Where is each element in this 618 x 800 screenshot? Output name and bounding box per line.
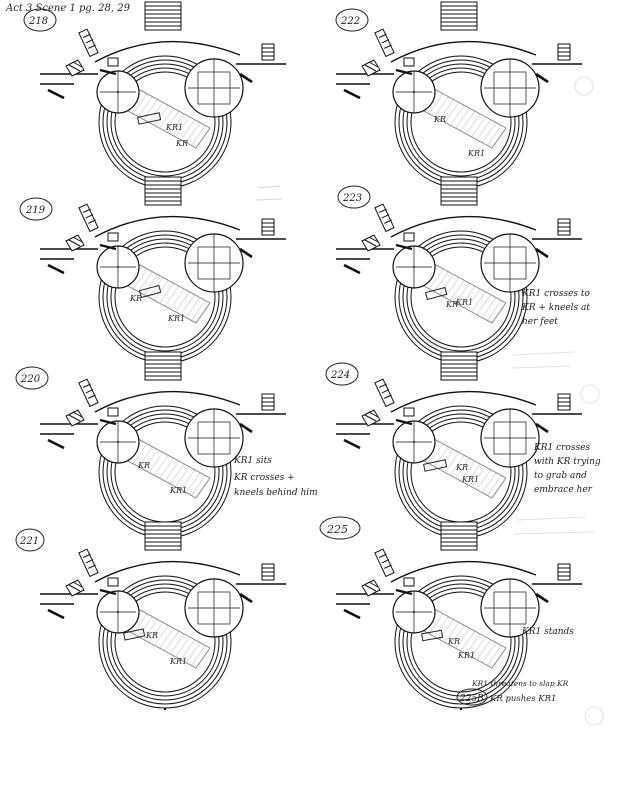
actor-mark: KR	[175, 139, 188, 148]
panel-number: 225	[326, 523, 348, 536]
hole-punch-icon	[584, 706, 604, 726]
actor-mark: KR	[455, 463, 468, 472]
actor-mark: KR	[129, 294, 142, 303]
stage-note: kneels behind him	[234, 488, 318, 498]
stage-note: KR pushes KR1	[489, 694, 556, 704]
panel-number: 225B	[459, 694, 484, 704]
actor-mark: KR1	[455, 298, 473, 307]
bleed-through-marks	[255, 185, 596, 535]
panel-number: 218	[28, 16, 48, 27]
panel-number: 221	[19, 536, 39, 547]
actor-mark: KR1	[457, 651, 475, 660]
blocking-panel: 225 KR KR1 KR1 stands KR1 threatens to s…	[319, 516, 584, 712]
blocking-panel: 220 KR KR1 KR1 sits KR crosses + kneels …	[15, 350, 318, 542]
blocking-panel: 218 KR1 KR	[23, 0, 288, 192]
stage-plan-diagram	[334, 175, 584, 367]
actor-mark: KR1	[167, 314, 185, 323]
actor-mark: KR1	[169, 486, 187, 495]
blocking-panel: 219 KR KR1	[19, 175, 288, 367]
stage-note: KR1 sits	[233, 456, 272, 466]
stage-note: with KR trying	[534, 457, 601, 467]
blocking-panel: 224 KR KR1 KR1 crosses with KR trying to…	[325, 350, 601, 542]
panel-number: 223	[342, 193, 362, 204]
stage-note: to grab and	[534, 471, 587, 481]
stage-note: KR + kneels at	[521, 303, 590, 313]
stage-note: KR1 crosses	[533, 443, 590, 453]
hole-punch-icon	[580, 384, 600, 404]
stage-plan-diagram	[38, 520, 288, 712]
stage-note: her feet	[522, 317, 558, 327]
actor-mark: KR	[445, 300, 458, 309]
actor-mark: KR1	[169, 657, 187, 666]
actor-mark: KR	[137, 461, 150, 470]
stage-plan-diagram	[334, 0, 584, 192]
blocking-panel: 221 KR KR1	[15, 520, 288, 712]
sheet-header: Act 3 Scene 1 pg. 28, 29	[5, 3, 131, 14]
stage-note: KR1 threatens to slap KR	[471, 679, 569, 688]
blocking-panel: 223 KR KR1 KR1 crosses to KR + kneels at…	[334, 175, 591, 367]
stage-plan-diagram	[38, 350, 288, 542]
hole-punch-icon	[574, 76, 594, 96]
stage-note: KR1 stands	[521, 627, 574, 637]
panel-number: 222	[340, 16, 360, 27]
blocking-panel: 222 KR KR1	[334, 0, 584, 192]
actor-mark: KR	[145, 631, 158, 640]
actor-mark: KR1	[165, 123, 183, 132]
stage-note: embrace her	[534, 485, 593, 495]
stage-note: KR crosses +	[233, 473, 295, 483]
panel-number: 220	[20, 374, 41, 385]
stage-plan-diagram	[38, 175, 288, 367]
stage-note: KR1 crosses to	[521, 289, 591, 299]
panel-number: 219	[25, 205, 46, 216]
actor-mark: KR1	[467, 149, 485, 158]
actor-mark: KR1	[461, 475, 479, 484]
actor-mark: KR	[447, 637, 460, 646]
actor-mark: KR	[433, 115, 446, 124]
panel-number: 224	[330, 370, 350, 381]
stage-plan-diagram	[38, 0, 288, 192]
